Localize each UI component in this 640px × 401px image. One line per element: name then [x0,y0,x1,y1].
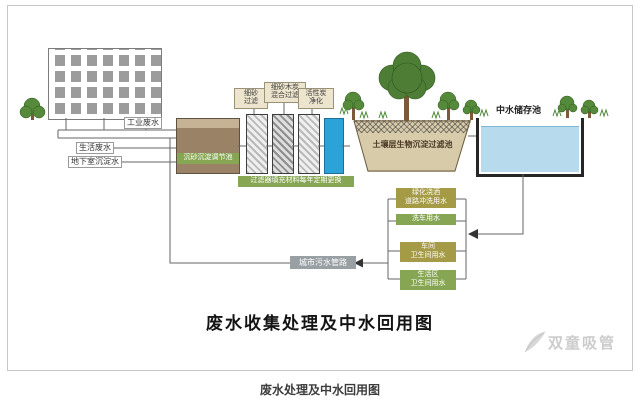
bio-filter-pond: 土壤层生物沉淀过滤池 [353,120,472,172]
small-tree-icon [462,99,481,120]
sand-filter-label: 细砂 过滤 [234,88,268,109]
factory-building [48,48,162,120]
sedimentation-tank-label: 沉砂沉淀调节池 [177,153,239,164]
watermark-text: 双童吸管 [547,334,616,352]
carbon-filter-label: 活性炭 净化 [298,88,334,109]
large-tree-icon [378,51,436,121]
basement-water-label: 地下室沉淀水 [68,156,122,168]
storage-water [481,126,579,172]
mixed-filter-column [272,114,294,174]
use-box-line: 绿化浇洒 [412,189,440,196]
small-tree-icon [557,95,578,118]
sand-filter-column [246,114,268,174]
filter-label-line: 净化 [309,98,323,106]
filter-label-line: 细砂 [244,90,258,97]
use-box-car-wash: 洗车用水 [396,214,456,225]
watermark: 双童吸管 [522,329,616,355]
use-box-living-toilet: 生活区 卫生间用水 [400,270,456,290]
use-box-line: 卫生间用水 [410,279,446,287]
filter-label-line: 过滤 [244,98,258,106]
use-box-workshop-toilet: 车间 卫生间用水 [400,242,456,262]
mixed-filter-label: 细砂木炭 混合过滤 [264,82,306,103]
image-caption: 废水处理及中水回用图 [259,383,380,397]
use-box-line: 生活区 [417,271,439,278]
grass-tufts [339,106,609,120]
diagram-image: 土壤层生物沉淀过滤池 [7,5,633,371]
small-tree-icon [437,91,460,120]
small-tree-icon [580,99,599,118]
filter-note-label: 过滤器填充材料每年定期更换 [238,176,354,187]
city-sewer-label: 城市污水管路 [290,256,356,269]
sedimentation-tank [176,118,240,174]
industrial-wastewater-label: 工业废水 [124,117,162,129]
use-box-line: 卫生间用水 [410,251,446,259]
use-box-line: 车间 [421,243,435,250]
clean-water-column [324,118,344,174]
diagram-title: 废水收集处理及中水回用图 [206,314,434,333]
pond-surface-hatch [353,120,472,133]
shrub-icon [19,97,46,120]
use-box-line: 道路冲洗用水 [405,197,447,205]
filter-label-line: 细砂木炭 [271,84,299,91]
bio-pond-label: 土壤层生物沉淀过滤池 [372,140,453,149]
feather-icon [524,331,546,352]
use-box-irrigation: 绿化浇洒 道路冲洗用水 [396,188,456,208]
reclaimed-water-storage-tank [476,118,584,177]
carbon-filter-column [298,114,320,174]
use-box-line: 洗车用水 [412,215,440,222]
filter-label-line: 活性炭 [305,90,327,97]
small-tree-icon [342,91,365,120]
filter-label-line: 混合过滤 [271,92,299,100]
domestic-wastewater-label: 生活废水 [76,142,114,154]
storage-pool-title: 中水储存池 [496,105,542,115]
